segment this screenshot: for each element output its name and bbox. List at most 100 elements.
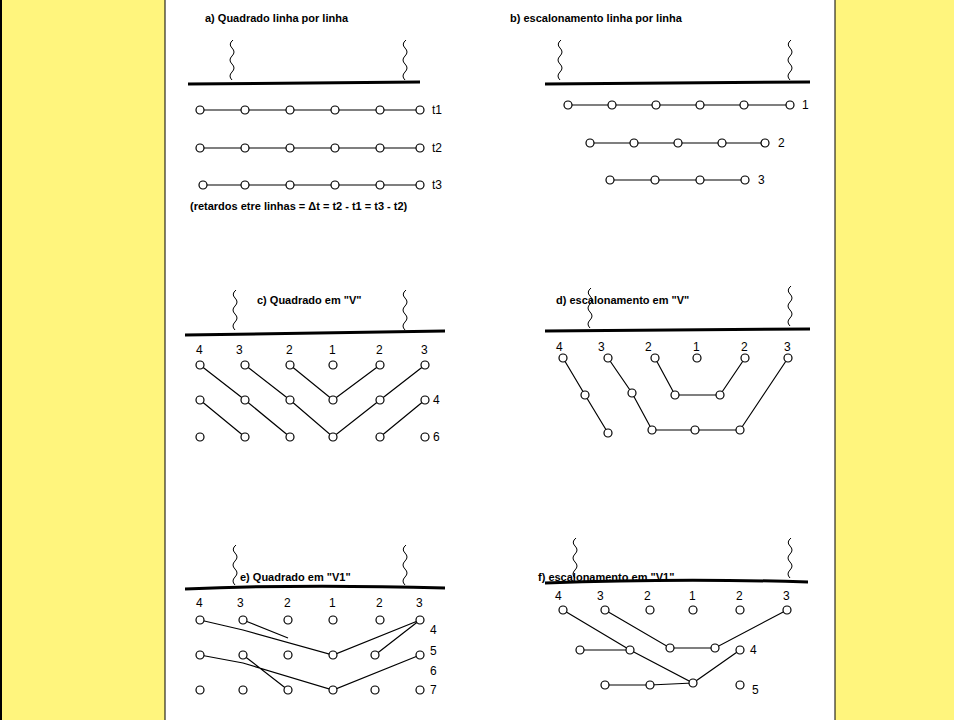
blast-hole [736,646,744,654]
blast-hole [196,396,204,404]
blast-hole [651,354,659,362]
callout-number: 4 [433,394,440,406]
blast-hole [329,616,337,624]
blast-hole [286,396,294,404]
blast-hole [196,361,204,369]
blast-hole [601,606,609,614]
blast-hole [741,176,749,184]
callout-number: 2 [778,137,785,149]
blast-hole [196,106,204,114]
blast-hole [196,651,204,659]
delay-note: (retardos etre linhas = Δt = t2 - t1 = t… [190,201,407,212]
callout-number: 3 [597,590,604,602]
blast-hole [586,139,594,147]
blast-hole [421,396,429,404]
blast-hole [651,176,659,184]
panel-title: f) escalonamento em "V1" [538,572,674,583]
blast-hole [559,354,567,362]
blast-hole [421,433,429,441]
blast-hole [716,391,724,399]
blast-hole [416,181,424,189]
blast-hole [648,426,656,434]
panel-title: d) escalonamento em "V" [556,295,689,306]
blast-hole [331,106,339,114]
blast-hole [564,101,572,109]
blast-hole [604,429,612,437]
blast-hole [329,651,337,659]
blast-hole [241,433,249,441]
blast-hole [196,433,204,441]
callout-number: t3 [432,179,442,191]
blast-hole [689,679,697,687]
blast-hole [711,644,719,652]
blast-hole [736,681,744,689]
blast-hole [696,176,704,184]
blast-hole [329,686,337,694]
blast-hole [581,391,589,399]
panel-title: a) Quadrado linha por linha [205,13,348,24]
blast-hole [689,606,697,614]
blast-hole [784,354,792,362]
panel-title: b) escalonamento linha por linha [510,13,682,24]
blast-hole [646,681,654,689]
callout-number: 1 [329,597,336,609]
callout-number: 3 [784,341,791,353]
panel-title: c) Quadrado em "V" [257,295,362,306]
blast-hole [693,354,701,362]
blast-hole [241,361,249,369]
blast-hole [376,144,384,152]
callout-number: 2 [376,344,383,356]
blast-hole [736,426,744,434]
callout-number: 1 [689,590,696,602]
blast-hole [608,101,616,109]
callout-number: 3 [598,341,605,353]
blast-hole [376,616,384,624]
blast-hole [674,139,682,147]
blast-hole [239,616,247,624]
blast-hole [786,101,794,109]
blast-hole [740,101,748,109]
blast-hole [741,354,749,362]
callout-number: 3 [236,344,243,356]
blast-hole [376,396,384,404]
blast-hole [416,616,424,624]
callout-number: 3 [237,597,244,609]
callout-number: 4 [555,590,562,602]
blast-hole [416,686,424,694]
callout-number: 2 [644,590,651,602]
blast-hole [199,181,207,189]
callout-number: 3 [783,590,790,602]
blast-hole [196,686,204,694]
blast-hole [284,686,292,694]
callout-number: 2 [736,590,743,602]
callout-number: 1 [693,341,700,353]
blast-hole [371,651,379,659]
blast-hole [329,396,337,404]
callout-number: 3 [421,344,428,356]
callout-number: 4 [430,624,437,636]
blast-hole [371,686,379,694]
blast-hole [696,101,704,109]
callout-number: 5 [430,645,437,657]
callout-number: 3 [416,597,423,609]
blast-hole [329,361,337,369]
callout-number: 3 [758,174,765,186]
callout-number: 2 [284,597,291,609]
blast-hole [376,181,384,189]
blast-hole [718,139,726,147]
blast-hole [576,646,584,654]
blast-hole [671,391,679,399]
blast-hole [331,181,339,189]
callout-number: 6 [433,431,440,443]
blast-hole [783,606,791,614]
blast-hole [241,144,249,152]
blast-hole [559,606,567,614]
blast-hole [606,176,614,184]
blast-hole [626,646,634,654]
blast-hole [284,616,292,624]
blast-hole [601,681,609,689]
blast-hole [329,433,337,441]
blast-hole [196,144,204,152]
